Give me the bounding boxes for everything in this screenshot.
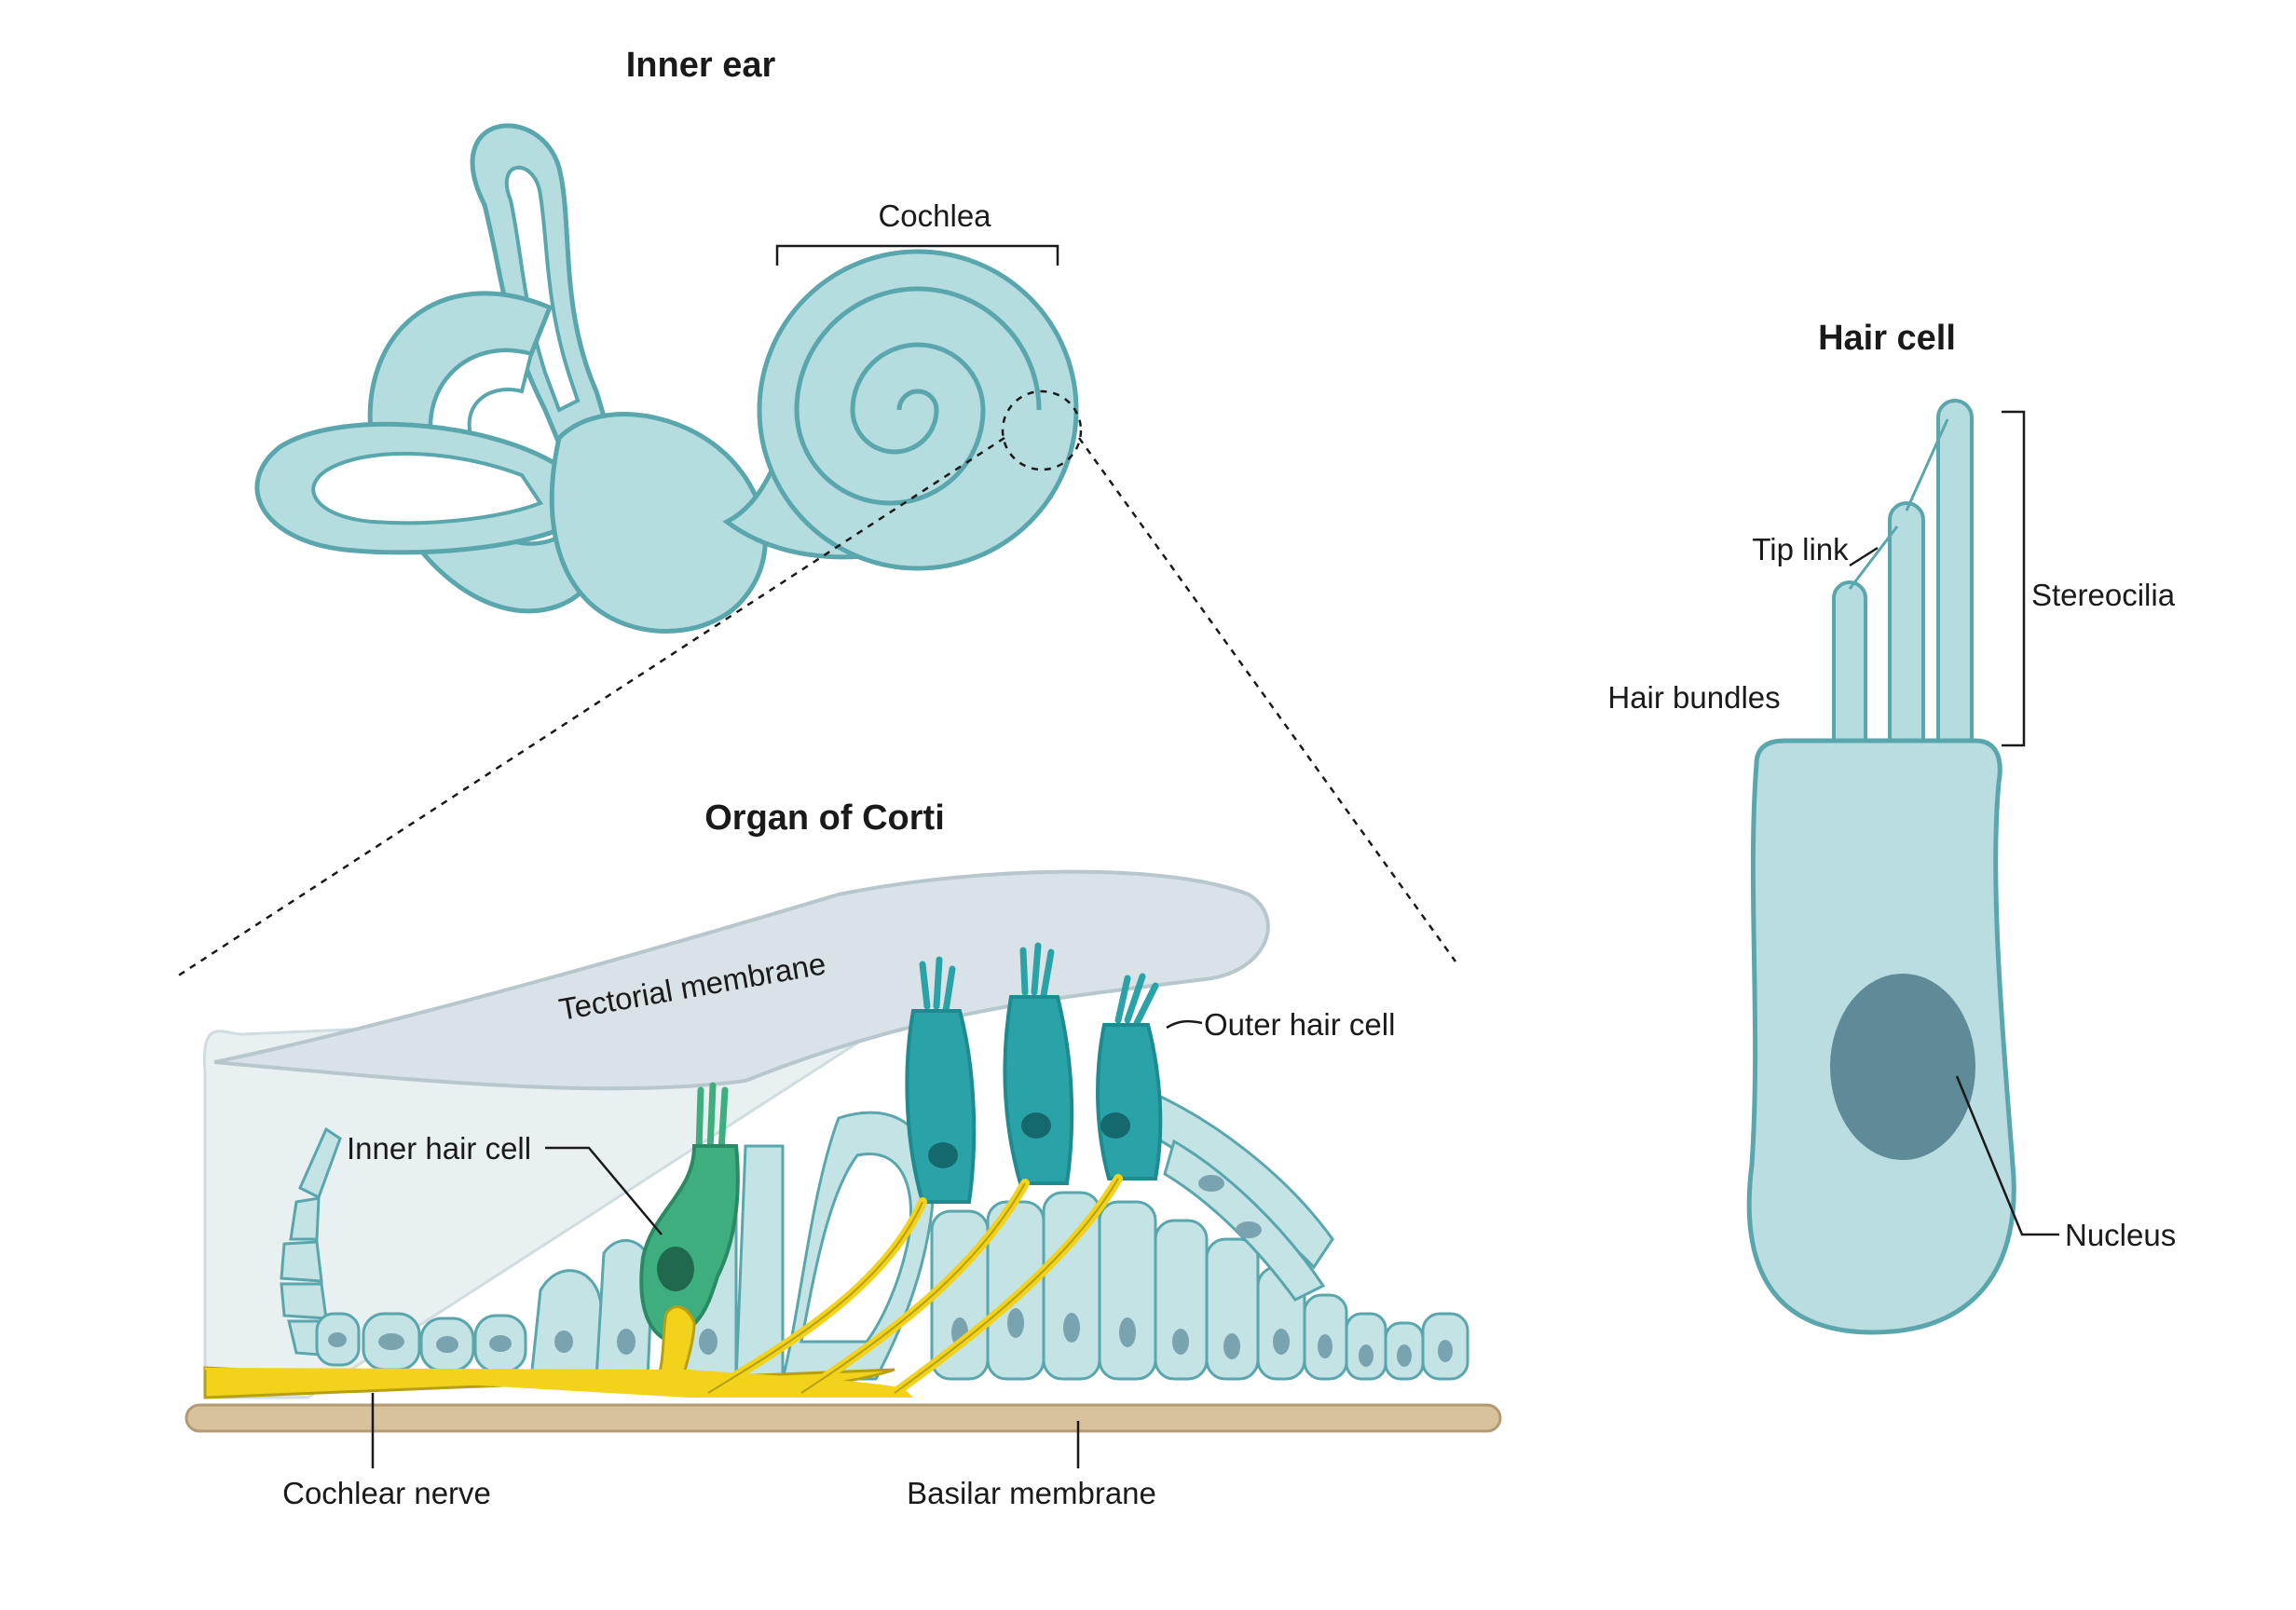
nucleus-leader [1955,1075,2059,1236]
organ-of-corti-illustration: Organ of Corti Tectorial membrane [184,798,1502,1510]
inner-ear-illustration: Inner ear Cochlea [254,46,1083,634]
outer-hair-cell-2 [1003,942,1074,1185]
nucleus [1830,974,1975,1160]
inner-hair-cell-leader [545,1146,663,1235]
nucleus-label: Nucleus [2065,1218,2176,1252]
basilar-membrane [184,1403,1502,1433]
outer-hair-cell-leader [1166,1019,1203,1030]
zoom-line-right [1077,437,1457,962]
organ-of-corti-title: Organ of Corti [704,798,945,838]
hair-cell-illustration: Hair cell Stereocilia Tip link Hair bund… [1607,319,2176,1335]
stereocilia [1832,399,1974,766]
outer-hair-cells [905,942,1163,1204]
outer-hair-cell-label: Outer hair cell [1204,1007,1395,1042]
hair-bundles-label: Hair bundles [1607,680,1780,715]
stereocilia-bracket [2002,410,2026,747]
outer-hair-cell-1 [905,956,977,1204]
hair-cell-title: Hair cell [1818,319,1956,358]
tip-link-leader [1849,546,1879,567]
inner-hair-cell-label: Inner hair cell [347,1131,531,1166]
stereocilia-label: Stereocilia [2031,578,2176,612]
basilar-membrane-label: Basilar membrane [907,1476,1156,1510]
cochlea-label: Cochlea [878,198,991,233]
cochlear-nerve [203,1174,1123,1399]
supporting-cells [529,1087,1469,1381]
tectorial-membrane [213,869,1270,1091]
inner-ear-title: Inner ear [626,46,776,85]
outer-hair-cell-3 [1096,973,1163,1180]
vestibule [549,412,768,634]
zoom-circle [1001,389,1083,471]
tip-link-line [1905,418,1949,512]
zoom-line-left [176,436,1005,978]
cochlear-nerve-label: Cochlear nerve [282,1476,491,1510]
cochlea-bracket [775,244,1059,266]
cochlea [722,249,1079,571]
tip-link-label: Tip link [1752,532,1849,566]
